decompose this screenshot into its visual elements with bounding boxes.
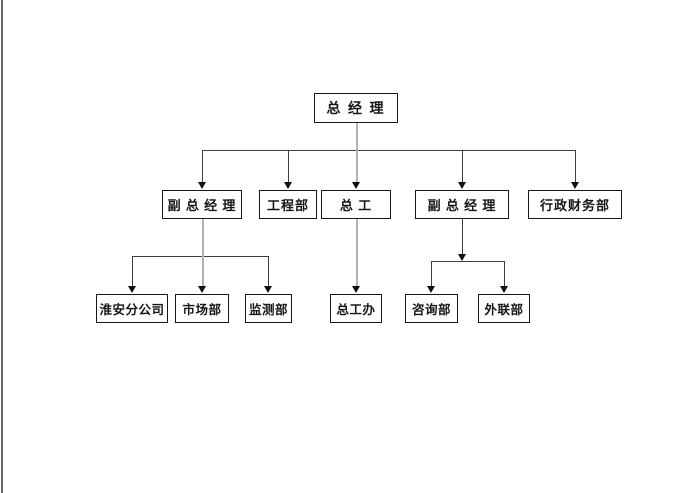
connector-drop-chief-engineer-office [355,219,358,286]
arrow-down-icon [128,286,136,293]
org-node-monitoring-dept: 监测部 [245,294,292,323]
arrow-down-icon [352,182,360,189]
org-node-chief-engineer: 总 工 [321,190,391,219]
connector-right-branch-rail [431,261,505,262]
connector-drop-market-dept [201,256,204,286]
arrow-down-icon [571,182,579,189]
arrow-down-icon [264,286,272,293]
arrow-down-icon [198,182,206,189]
connector-deputy-left-stem [201,219,204,256]
org-node-admin-finance-dept: 行政财务部 [528,190,622,219]
connector-deputy-right-stem [462,219,463,254]
arrow-down-icon [458,254,466,261]
org-node-consulting-dept: 咨询部 [405,294,458,323]
arrow-down-icon [198,286,206,293]
connector-left-branch-rail [132,256,269,257]
connector-drop-external-liaison-dept [504,261,505,286]
connector-root-stem [355,123,358,150]
connector-drop-admin-finance-dept [575,150,576,182]
org-node-external-liaison-dept: 外联部 [478,294,530,323]
connector-drop-deputy-gm-left [202,150,203,182]
org-node-market-dept: 市场部 [175,294,229,323]
connector-drop-monitoring-dept [268,256,269,286]
arrow-down-icon [500,286,508,293]
arrow-down-icon [352,286,360,293]
org-node-deputy-gm-left: 副 总 经 理 [162,190,242,219]
connector-drop-engineering-dept [288,150,289,182]
arrow-down-icon [458,182,466,189]
connector-level2-rail [202,150,575,151]
org-node-chief-engineer-office: 总工办 [330,294,382,323]
arrow-down-icon [427,286,435,293]
page-edge-line [1,0,3,493]
connector-drop-consulting-dept [431,261,432,286]
arrow-down-icon [284,182,292,189]
connector-drop-chief-engineer [355,150,358,182]
connector-drop-deputy-gm-right [462,150,463,182]
org-node-general-manager: 总 经 理 [314,93,398,123]
org-node-deputy-gm-right: 副 总 经 理 [415,190,509,219]
org-node-huaian-branch: 淮安分公司 [96,294,168,323]
org-node-engineering-dept: 工程部 [259,190,317,219]
connector-drop-huaian-branch [132,256,133,286]
